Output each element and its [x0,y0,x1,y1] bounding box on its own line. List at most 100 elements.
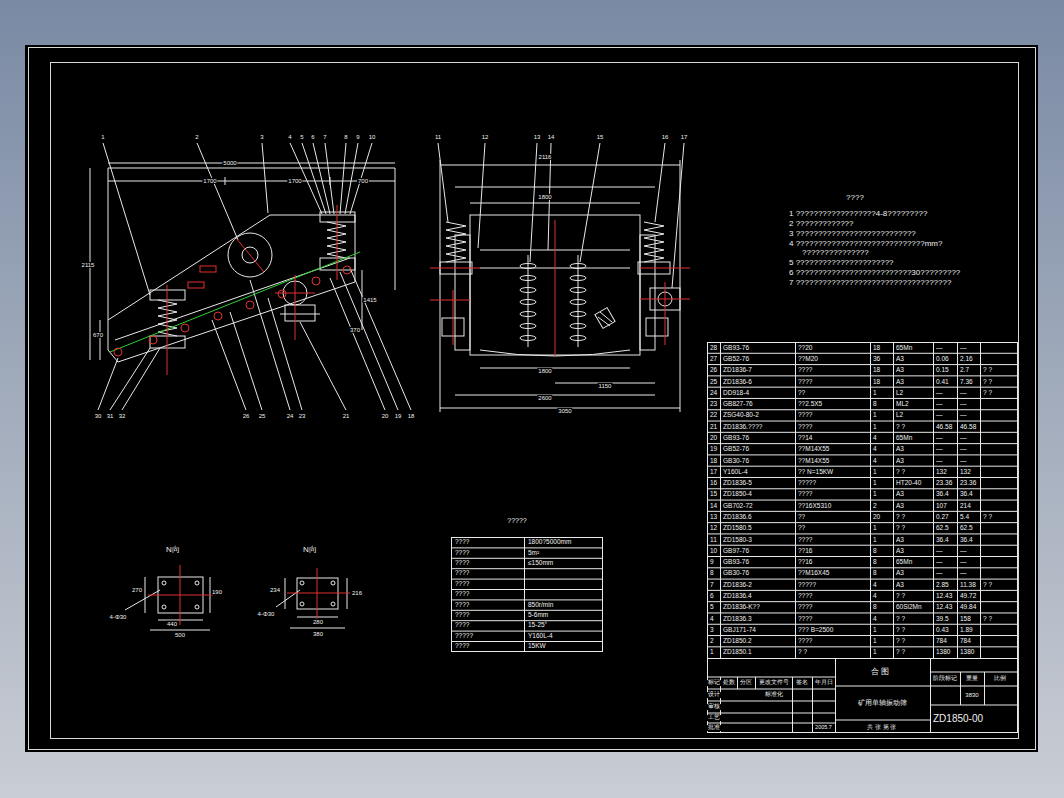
title-block-text: 2005.7 [814,725,833,731]
table-cell: 36 [872,356,881,363]
table-cell: L2 [895,412,904,419]
table-cell: ? ? [895,423,906,430]
table-cell: ???? [797,378,813,385]
table-cell: 4 [872,593,878,600]
table-cell: ZSG40-80-2 [722,412,760,419]
dimension: 700 [357,178,369,184]
table-cell: A3 [895,446,905,453]
table-cell: ???? [797,638,813,645]
title-block-text: 更改文件号 [758,680,790,686]
table-cell: ? ? [895,638,906,645]
table-cell: ???? [454,539,470,546]
table-cell: 12.43 [935,604,953,611]
table-title: ????? [506,517,527,524]
table-cell: ZD1836-K?? [722,604,761,611]
table-cell: ??16X5310 [797,502,832,509]
dimension: 234 [269,587,281,593]
title-block-text: 合 图 [870,668,890,676]
table-cell: — [935,389,944,396]
title-block-text: 年月日 [814,680,834,686]
table-cell: ? ? [982,581,993,588]
dimension: 270 [131,587,143,593]
table-cell: 0.06 [935,356,950,363]
table-cell: 132 [935,468,948,475]
table-cell: 4 [872,581,878,588]
callout-number: 24 [286,413,295,419]
dimension: 1800 [537,368,552,374]
table-cell: ??16 [797,547,813,554]
table-cell: ???? [454,622,470,629]
note-text: 1 ??????????????????4-8????????? [788,210,928,218]
note-text: 2 ????????????? [788,220,855,228]
table-cell: ???? [797,536,813,543]
dimension: 5000 [222,160,237,166]
table-cell: — [935,435,944,442]
callout-number: 4 [287,134,292,140]
note-text: 3 ??????????????????????????? [788,230,917,238]
title-block-text: 共 张 第 张 [866,724,897,730]
table-cell: ZD1580.5 [722,525,753,532]
table-cell: — [959,435,968,442]
table-cell: ≤150mm [527,560,554,567]
table-cell: 23.36 [959,480,977,487]
table-cell: ??M14X55 [797,457,830,464]
callout-number: 8 [343,134,348,140]
table-cell: 1 [872,389,878,396]
table-cell: 13 [709,514,718,521]
table-cell: 24 [709,389,718,396]
title-block-text: 设计 [707,692,721,698]
table-cell: 27 [709,356,718,363]
title-block-text: 标记 [707,680,721,686]
table-cell: 1 [872,423,878,430]
table-cell: — [959,457,968,464]
dimension: 440 [166,621,178,627]
dimension: 1700 [202,178,217,184]
table-cell: 1 [872,626,878,633]
table-cell: — [935,344,944,351]
dimension: 2600 [537,395,552,401]
table-cell: ? ? [895,514,906,521]
view-label: N向 [302,546,318,554]
view-label: N向 [165,546,181,554]
table-cell: ? ? [982,378,993,385]
dimension: 1415 [362,297,377,303]
table-cell: 36.4 [935,536,950,543]
table-cell: 4 [872,435,878,442]
table-cell: GB52-76 [722,446,750,453]
table-cell: 11.38 [959,581,977,588]
table-cell: 1 [872,491,878,498]
table-cell: ? ? [895,649,906,656]
dimension: 1800 [537,194,552,200]
table-cell: ???? [797,615,813,622]
table-cell: ? ? [982,514,993,521]
title-block-text: 阶段标记 [932,676,958,682]
table-cell: 25 [709,378,718,385]
table-cell: — [935,457,944,464]
table-cell: 1.89 [959,626,974,633]
table-cell: ???? [797,491,813,498]
table-cell: ?? N=15KW [797,468,834,475]
title-block-text: 分区 [739,680,753,686]
callout-number: 16 [661,134,670,140]
table-cell: ZD1836.???? [722,423,763,430]
table-cell: A3 [895,536,905,543]
table-cell: DD918-4 [722,389,750,396]
table-cell: ???? [797,593,813,600]
table-cell: 4 [872,457,878,464]
table-cell: A3 [895,570,905,577]
table-cell: ??20 [797,344,813,351]
callout-number: 32 [118,413,127,419]
table-cell: 12 [709,525,718,532]
note-text: 5 ?????????????????????? [788,259,895,267]
table-cell: ???? [454,570,470,577]
table-cell: 1 [872,638,878,645]
table-cell: GB93-76 [722,559,750,566]
table-cell: 60Si2Mn [895,604,923,611]
callout-number: 7 [322,134,327,140]
table-cell: — [935,446,944,453]
table-cell: 5.4 [959,514,970,521]
table-cell: 5 [709,604,715,611]
table-cell: ? ? [895,468,906,475]
callout-number: 15 [596,134,605,140]
table-cell: Y160L-4 [722,468,749,475]
